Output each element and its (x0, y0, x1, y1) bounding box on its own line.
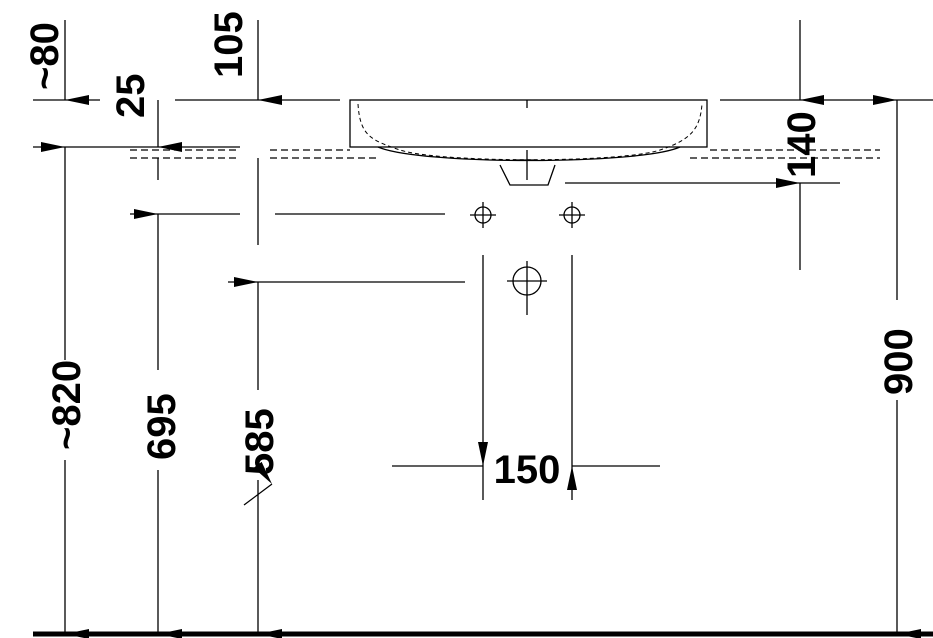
tap-hole-right (559, 202, 585, 228)
dim-rim-offset: 105 (207, 11, 251, 78)
dim-floor-to-waste: 585 (238, 408, 282, 475)
dim-waste-pipe-width: 150 (494, 448, 561, 492)
dim-top-clearance: ~80 (23, 22, 67, 90)
direction-arrow-icon (243, 461, 273, 506)
washbasin (349, 99, 708, 186)
tap-hole-left (470, 202, 496, 228)
dim-floor-to-top: ~820 (45, 360, 89, 450)
dim-rim-thickness: 25 (109, 74, 153, 119)
dim-floor-to-tap-holes: 695 (140, 393, 184, 460)
dim-floor-to-rim: 900 (877, 328, 921, 395)
dim-bowl-depth: 140 (780, 111, 824, 178)
waste-outlet (507, 261, 547, 315)
